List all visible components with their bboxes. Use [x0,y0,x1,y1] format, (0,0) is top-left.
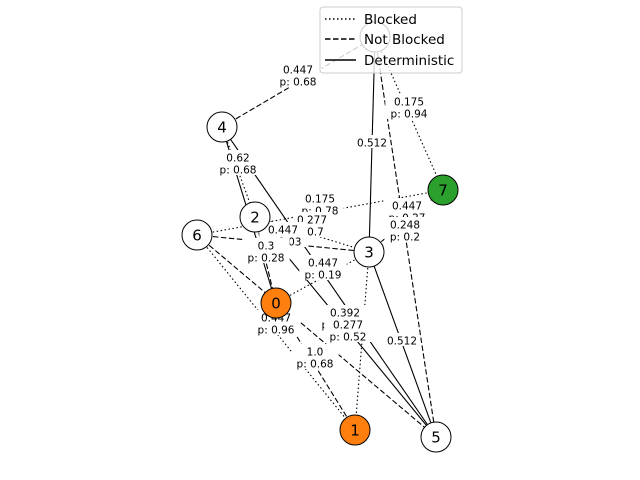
node-label: 1 [350,422,360,440]
edge-label-text: 0.512 [387,336,417,348]
edge-label-bg [354,135,390,148]
edge-label-bg [385,94,433,119]
edge-label-text: p: 0.94 [391,109,428,121]
edge-label-0-1: 1.0p: 0.68 [291,344,339,371]
node-circle [181,219,213,251]
edge-label-text: 0.447 [392,201,422,213]
edge-label-bg [274,62,322,87]
node-label: 7 [438,182,448,200]
node-circle [206,111,238,143]
node-circle [353,236,385,268]
edge-label-text: 0.447 [308,258,338,270]
edge-label-bg [384,333,420,346]
legend-label-deterministic: Deterministic [364,53,454,69]
edge-label-text: p: 0.28 [248,253,285,265]
edge-label-text: 0.3 [258,241,275,253]
edge-4-5 [221,126,437,438]
node-label: 4 [217,119,227,137]
legend-label-blocked: Blocked [364,12,417,28]
edge-label-8-3: 0.512 [354,135,390,150]
node-circle [427,174,459,206]
edge-label-text: p: 0.19 [305,270,342,282]
legend-item-not-blocked: Not Blocked [325,32,445,48]
edge-label-text: p: 0.52 [330,332,367,344]
edge-label-bg [291,344,339,369]
node-label: 0 [271,295,281,313]
edge-6-3 [196,234,370,253]
edge-label-text: p: 0.68 [297,359,334,371]
node-circle [239,201,271,233]
edge-label-bg [242,238,290,263]
edge-label-text: 0.447 [268,225,298,237]
edge-label-text: p: 0.68 [280,77,317,89]
edge-label-bg [299,255,347,280]
edge-label-text: 0.392 [330,308,360,320]
edge-label-bg [214,150,262,175]
edge-label-text: p: 0.2 [390,232,420,244]
node-circle [420,421,452,453]
edge-label-3-5: 0.512 [384,333,420,348]
legend: Blocked Not Blocked Deterministic [319,6,463,74]
legend-item-blocked: Blocked [325,12,417,28]
node-6: 6 [181,219,213,251]
edge-label-text: 0.248 [390,220,420,232]
edge-label-text: 0.447 [283,65,313,77]
node-3: 3 [353,236,385,268]
node-label: 3 [364,244,374,262]
edge-label-text: 0.175 [305,194,335,206]
node-circle [339,414,371,446]
edge-label-2-0: 0.3p: 0.28 [242,238,290,265]
edge-label-text: 1.0 [307,347,324,359]
edge-label-bg [324,317,372,342]
legend-frame [319,6,463,74]
node-label: 2 [250,209,260,227]
node-label: 5 [431,429,441,447]
node-label: 6 [192,227,202,245]
node-circle [260,287,292,319]
legend-label-not-blocked: Not Blocked [364,32,445,48]
edge-label-text: p: 0.68 [220,165,257,177]
edge-label-bg [296,191,344,216]
legend-item-deterministic: Deterministic [325,53,454,69]
node-1: 1 [339,414,371,446]
node-0: 0 [260,287,292,319]
edge-label-text: 0.512 [357,138,387,150]
node-7: 7 [427,174,459,206]
edge-label-text: 0.175 [394,97,424,109]
edge-label-bg [384,217,426,242]
edge-6-5 [196,234,437,438]
node-2: 2 [239,201,271,233]
edge-label-text: 0.62 [226,153,249,165]
edge-label-4-2: 0.62p: 0.68 [214,150,262,177]
node-4: 4 [206,111,238,143]
node-5: 5 [420,421,452,453]
edge-label-text: p: 0.96 [258,325,295,337]
edge-label-text: 0.277 [333,320,363,332]
